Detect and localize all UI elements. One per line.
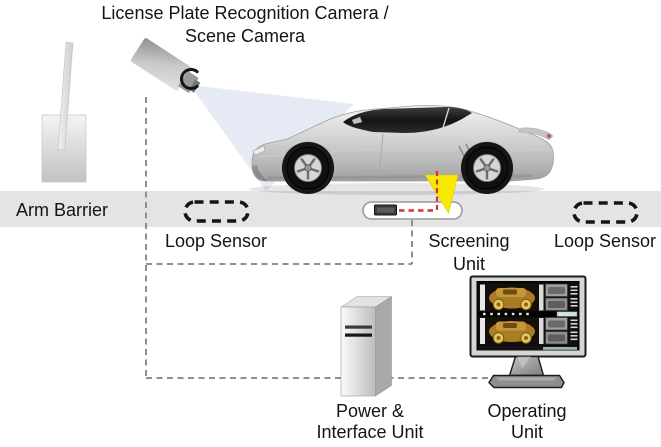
screening-unit-emitter-window (377, 207, 394, 213)
arm-barrier-icon (41, 41, 87, 183)
car-taillamp (546, 133, 552, 139)
camera-body (130, 38, 192, 91)
scan-path-red (399, 171, 439, 214)
power-label-line-1: Power & (335, 401, 405, 421)
screen-bottom-bar (478, 345, 578, 351)
screen-separator (478, 311, 578, 317)
tower-drive-slot-1 (345, 325, 372, 329)
xray-panel-1 (478, 283, 578, 312)
road-band (0, 191, 661, 227)
operating-unit-label: Operating Unit (466, 401, 588, 443)
car-windows (343, 107, 472, 133)
loop-sensor-right-icon (572, 201, 639, 224)
screening-unit-label-line-2: Unit (452, 254, 485, 274)
monitor-neck-highlight (517, 356, 531, 369)
computer-tower-icon (340, 296, 393, 397)
car-front-intake (252, 165, 268, 181)
tower-front-face (340, 306, 376, 397)
title-line-2: Scene Camera (184, 26, 306, 46)
signal-wires (145, 97, 492, 379)
car-side-view (251, 105, 554, 194)
camera-view-cone (190, 85, 354, 191)
yellow-scan-beam (424, 174, 459, 214)
xray-monitor-icon (469, 275, 587, 389)
title-line-1: License Plate Recognition Camera / (101, 3, 389, 23)
car-b-pillar (441, 107, 450, 132)
loop-sensor-left-label: Loop Sensor (164, 231, 268, 251)
xray-panel-2 (478, 317, 578, 345)
tower-side-face (375, 296, 392, 397)
camera-c-mark (180, 68, 199, 90)
loop-sensor-left-icon (183, 200, 250, 223)
screen-button-strip (543, 347, 577, 350)
car-door-seam (378, 133, 384, 178)
operating-label-line-2: Unit (510, 422, 543, 442)
operating-label-line-1: Operating (487, 401, 567, 421)
camera-lens (178, 71, 199, 93)
front-wheel (282, 142, 334, 194)
screening-unit-label-line-1: Screening (428, 231, 510, 251)
screening-unit-label: Screening Unit (410, 230, 528, 276)
monitor-base (488, 374, 565, 389)
monitor-base-sheen (496, 377, 556, 381)
barrier-arm-pole (57, 41, 74, 151)
diagram-title: License Plate Recognition Camera / Scene… (70, 2, 420, 48)
car-mirror (351, 116, 363, 125)
car-headlamp (252, 145, 266, 156)
arm-barrier-label: Arm Barrier (16, 200, 109, 220)
lpr-scene-camera-icon (130, 38, 201, 93)
power-label-line-2: Interface Unit (316, 422, 424, 442)
power-interface-unit-label: Power & Interface Unit (298, 401, 442, 443)
tower-drive-slot-2 (345, 333, 372, 337)
rear-wheel (461, 142, 513, 194)
car-spoiler (518, 127, 554, 141)
loop-sensor-right-label: Loop Sensor (553, 231, 657, 251)
